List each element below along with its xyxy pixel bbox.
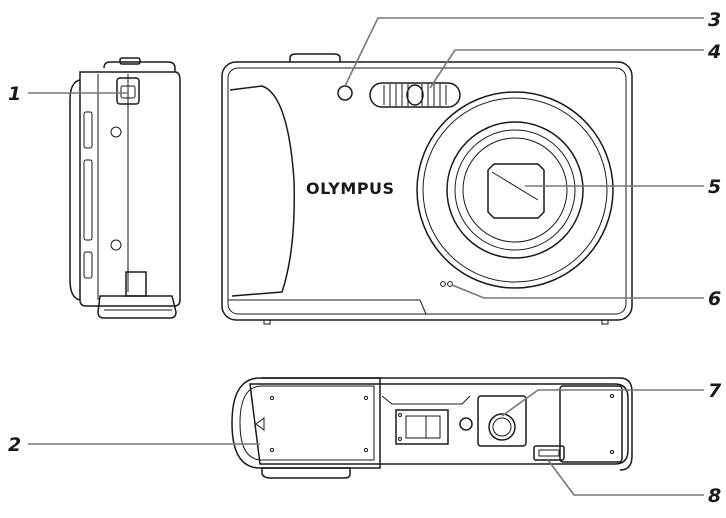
callout-2: 2 xyxy=(8,434,21,456)
callout-8: 8 xyxy=(708,485,721,507)
positioning-hole xyxy=(459,417,473,431)
callout-1: 1 xyxy=(8,83,21,105)
lens-barrier xyxy=(487,163,545,219)
brand-logo-text: OLYMPUS xyxy=(306,179,395,198)
battery-cover xyxy=(231,377,381,469)
callout-leaders xyxy=(28,17,704,496)
callout-3: 3 xyxy=(708,9,721,31)
callout-7: 7 xyxy=(708,380,722,402)
microphone-hole-2 xyxy=(447,281,453,287)
side-screw-bottom xyxy=(110,239,122,251)
flash xyxy=(369,82,461,108)
camera-body xyxy=(221,61,633,321)
multi-connector xyxy=(533,445,565,461)
callout-6: 6 xyxy=(708,288,721,310)
camera-grip xyxy=(229,85,295,297)
open-arrow-icon xyxy=(255,417,265,431)
camera-side-view xyxy=(69,57,181,319)
callout-5: 5 xyxy=(708,176,721,198)
strap-eyelet xyxy=(116,77,140,105)
microphone-hole-1 xyxy=(440,281,446,287)
lens xyxy=(416,91,614,289)
flash-ridges xyxy=(383,84,447,106)
callout-4: 4 xyxy=(707,41,721,63)
callout-numbers: 1 2 3 4 5 6 7 8 xyxy=(8,9,722,507)
side-screw-top xyxy=(110,126,122,138)
self-timer-lamp xyxy=(337,85,353,101)
camera-front-view: OLYMPUS xyxy=(221,53,633,325)
tripod-socket xyxy=(488,413,516,441)
camera-bottom-view xyxy=(231,377,633,479)
